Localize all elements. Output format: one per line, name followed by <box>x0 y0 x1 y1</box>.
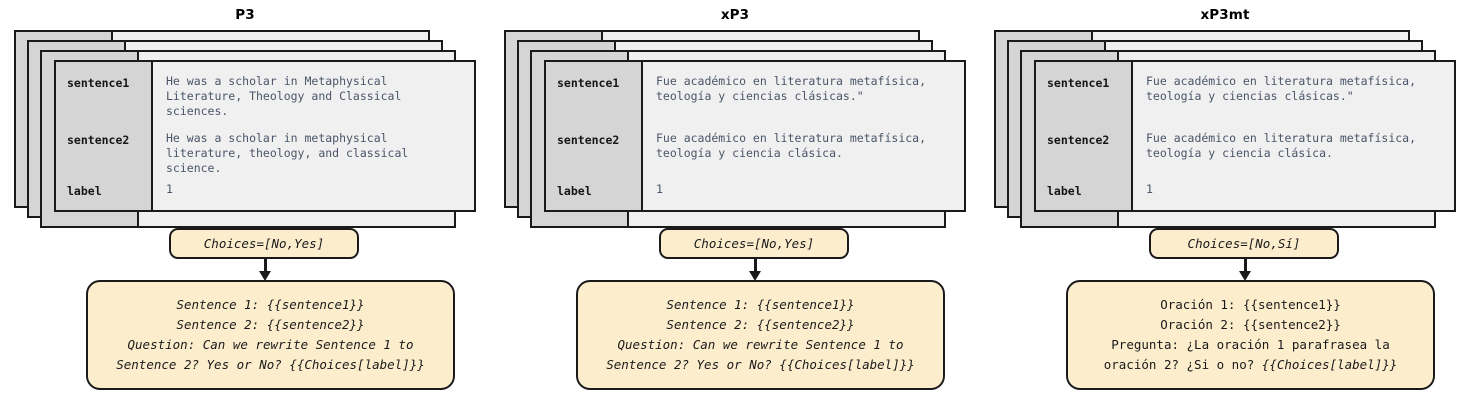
column-p3: P3 sentence1 sentence2 label He was a schola… <box>0 0 490 403</box>
dataset-card-stack-xp3: sentence1 sentence2 label Fue académico en … <box>504 30 966 228</box>
prompt-line: Sentence 2: {{sentence2}} <box>666 315 854 335</box>
prompt-template-box-p3: Sentence 1: {{sentence1}} Sentence 2: {{s… <box>86 280 455 390</box>
field-value-sentence1: Fue académico en literatura metafísica, … <box>656 74 927 103</box>
prompt-line-text: Pregunta: ¿La oración 1 parafrasea la <box>1111 337 1390 352</box>
field-key-label: label <box>1047 184 1082 198</box>
arrow-down-icon <box>749 259 763 281</box>
field-key-sentence2: sentence2 <box>557 133 620 147</box>
prompt-line: oración 2? ¿Si o no? {{Choices[label]}} <box>1104 355 1398 375</box>
prompt-line-text: Sentence 2? Yes or No? {{Choices[label]}… <box>606 357 915 372</box>
arrow-shaft <box>754 259 757 274</box>
card-value-column: Fue académico en literatura metafísica, … <box>1133 62 1454 210</box>
column-title-xp3mt: xP3mt <box>1200 7 1250 23</box>
prompt-line: Sentence 2: {{sentence2}} <box>176 315 364 335</box>
card-key-column: sentence1 sentence2 label <box>1036 62 1133 210</box>
card-value-column: He was a scholar in Metaphysical Literat… <box>153 62 474 210</box>
prompt-line-text: Sentence 2: {{sentence2}} <box>666 317 855 332</box>
column-title-p3: P3 <box>235 7 255 23</box>
column-xp3: xP3 sentence1 sentence2 label Fue académico … <box>490 0 980 403</box>
arrow-down-icon <box>259 259 273 281</box>
field-value-label: 1 <box>1146 182 1153 196</box>
prompt-line-text: Oración 2: {{sentence2}} <box>1160 317 1341 332</box>
field-value-sentence2: Fue académico en literatura metafísica, … <box>1146 131 1417 160</box>
prompt-line-text: Sentence 2? Yes or No? {{Choices[label]}… <box>116 357 425 372</box>
prompt-line-text: Sentence 1: {{sentence1}} <box>176 297 365 312</box>
field-key-sentence2: sentence2 <box>1047 133 1110 147</box>
prompt-line: Sentence 2? Yes or No? {{Choices[label]}… <box>606 355 915 375</box>
prompt-line-text: Oración 1: {{sentence1}} <box>1160 297 1341 312</box>
field-key-label: label <box>557 184 592 198</box>
card-key-column: sentence1 sentence2 label <box>546 62 643 210</box>
choices-pill-xp3mt: Choices=[No,Sí] <box>1149 228 1339 259</box>
column-xp3mt: xP3mt sentence1 sentence2 label Fue académic… <box>980 0 1470 403</box>
field-value-label: 1 <box>656 182 663 196</box>
dataset-card-stack-xp3mt: sentence1 sentence2 label Fue académico en … <box>994 30 1456 228</box>
prompt-line: Oración 1: {{sentence1}} <box>1160 295 1341 315</box>
choices-pill-p3: Choices=[No,Yes] <box>169 228 359 259</box>
arrow-shaft <box>1244 259 1247 274</box>
dataset-card-front-p3: sentence1 sentence2 label He was a scholar … <box>54 60 476 212</box>
prompt-line: Oración 2: {{sentence2}} <box>1160 315 1341 335</box>
field-value-sentence1: He was a scholar in Metaphysical Literat… <box>166 74 402 118</box>
prompt-line-variable: {{Choices[label]}} <box>1261 357 1398 372</box>
field-key-sentence1: sentence1 <box>557 76 620 90</box>
field-key-sentence1: sentence1 <box>1047 76 1110 90</box>
field-key-label: label <box>67 184 102 198</box>
prompt-line-text: oración 2? ¿Si o no? <box>1103 357 1262 372</box>
prompt-line: Question: Can we rewrite Sentence 1 to <box>618 335 904 355</box>
dataset-card-front-xp3: sentence1 sentence2 label Fue académico en … <box>544 60 966 212</box>
prompt-line: Sentence 2? Yes or No? {{Choices[label]}… <box>116 355 425 375</box>
field-value-sentence1: Fue académico en literatura metafísica, … <box>1146 74 1417 103</box>
prompt-line: Sentence 1: {{sentence1}} <box>176 295 364 315</box>
card-key-column: sentence1 sentence2 label <box>56 62 153 210</box>
arrow-head <box>1239 271 1251 281</box>
arrow-head <box>749 271 761 281</box>
prompt-line-text: Question: Can we rewrite Sentence 1 to <box>617 337 904 352</box>
dataset-card-stack-p3: sentence1 sentence2 label He was a scholar … <box>14 30 476 228</box>
field-key-sentence1: sentence1 <box>67 76 130 90</box>
field-value-sentence2: Fue académico en literatura metafísica, … <box>656 131 927 160</box>
prompt-line-text: Sentence 2: {{sentence2}} <box>176 317 365 332</box>
prompt-line-text: Question: Can we rewrite Sentence 1 to <box>127 337 414 352</box>
prompt-line: Sentence 1: {{sentence1}} <box>666 295 854 315</box>
prompt-template-box-xp3: Sentence 1: {{sentence1}} Sentence 2: {{s… <box>576 280 945 390</box>
prompt-line: Question: Can we rewrite Sentence 1 to <box>128 335 414 355</box>
field-value-sentence2: He was a scholar in metaphysical literat… <box>166 131 409 175</box>
arrow-shaft <box>264 259 267 274</box>
card-value-column: Fue académico en literatura metafísica, … <box>643 62 964 210</box>
prompt-line: Pregunta: ¿La oración 1 parafrasea la <box>1111 335 1389 355</box>
arrow-down-icon <box>1239 259 1253 281</box>
prompt-template-box-xp3mt: Oración 1: {{sentence1}} Oración 2: {{sen… <box>1066 280 1435 390</box>
arrow-head <box>259 271 271 281</box>
field-value-label: 1 <box>166 182 173 196</box>
choices-pill-xp3: Choices=[No,Yes] <box>659 228 849 259</box>
field-key-sentence2: sentence2 <box>67 133 130 147</box>
column-title-xp3: xP3 <box>720 7 750 23</box>
prompt-line-text: Sentence 1: {{sentence1}} <box>666 297 855 312</box>
dataset-card-front-xp3mt: sentence1 sentence2 label Fue académico en … <box>1034 60 1456 212</box>
